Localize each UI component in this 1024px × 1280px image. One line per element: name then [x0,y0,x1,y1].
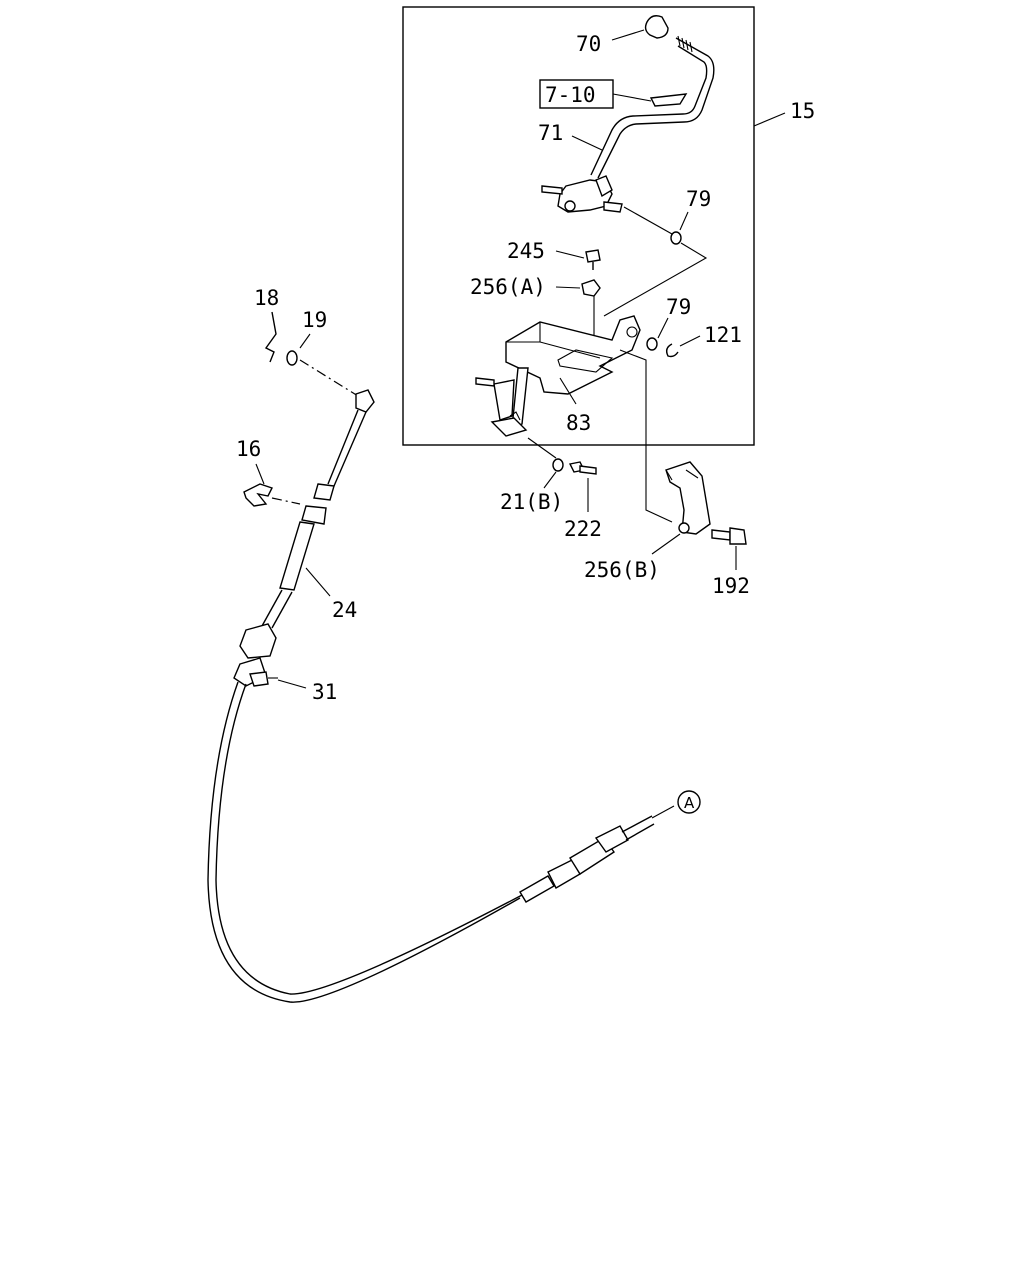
callout-192: 192 [712,574,750,598]
nut-31 [249,671,278,687]
callout-16: 16 [236,437,261,461]
callout-79-lower: 79 [666,295,691,319]
callout-21b: 21(B) [500,490,563,514]
clip-18 [264,311,277,363]
washer-19 [286,350,298,366]
callout-31: 31 [312,680,337,704]
callout-19: 19 [302,308,327,332]
callout-15: 15 [790,99,815,123]
callout-121: 121 [704,323,742,347]
nut-256a [581,279,601,297]
shift-cable-24 [233,389,375,687]
bolt-192 [711,527,747,545]
callout-71: 71 [538,121,563,145]
cable-end-a [519,805,675,903]
washer-79-upper [670,231,682,245]
bolt-222 [568,461,597,475]
assembly-frame [402,6,755,446]
callout-83: 83 [566,411,591,435]
clip-16 [243,483,273,507]
clip-121 [665,343,679,358]
bracket-256b [665,461,711,535]
callout-18: 18 [254,286,279,310]
bracket-83 [475,315,641,437]
shift-knob [644,15,669,39]
callout-79-upper: 79 [686,187,711,211]
callout-7-10: 7-10 [545,83,596,107]
callout-24: 24 [332,598,357,622]
callout-245: 245 [507,239,545,263]
ref-marker-a [677,790,701,814]
bolt-245 [585,249,601,270]
shift-lever [541,35,715,213]
washer-79-lower [646,337,658,351]
ref-marker-a-letter: A [684,794,695,812]
callout-222: 222 [564,517,602,541]
washer-21b [552,458,564,472]
callout-256b: 256(B) [584,558,660,582]
callout-70: 70 [576,32,601,56]
callout-256a: 256(A) [470,275,546,299]
